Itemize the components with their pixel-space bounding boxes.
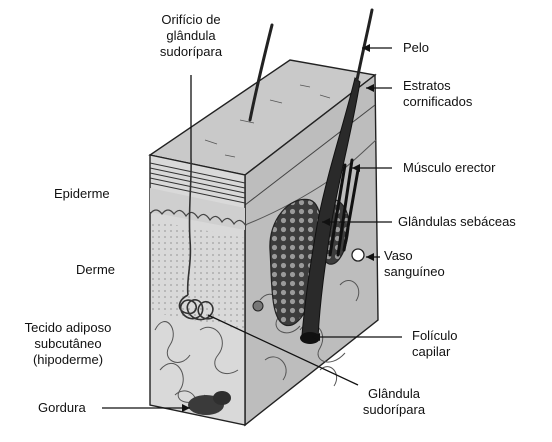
label-foliculo: Folículo capilar [412, 328, 458, 360]
label-musculo: Músculo erector [403, 160, 495, 176]
label-gordura: Gordura [38, 400, 86, 416]
label-glandulas-sebaceas: Glândulas sebáceas [398, 214, 516, 230]
label-orificio: Orifício de glândula sudorípara [150, 12, 232, 60]
label-estratos: Estratos cornificados [403, 78, 472, 110]
label-vaso: Vaso sanguíneo [384, 248, 445, 280]
blood-vessel-small [253, 301, 263, 311]
blood-vessel [352, 249, 364, 261]
label-pelo: Pelo [403, 40, 429, 56]
label-derme: Derme [76, 262, 115, 278]
label-epiderme: Epiderme [54, 186, 110, 202]
dermis-area [150, 220, 245, 330]
label-tecido: Tecido adiposo subcutâneo (hipoderme) [4, 320, 132, 368]
label-glandula-sudoripara: Glândula sudorípara [352, 386, 436, 418]
